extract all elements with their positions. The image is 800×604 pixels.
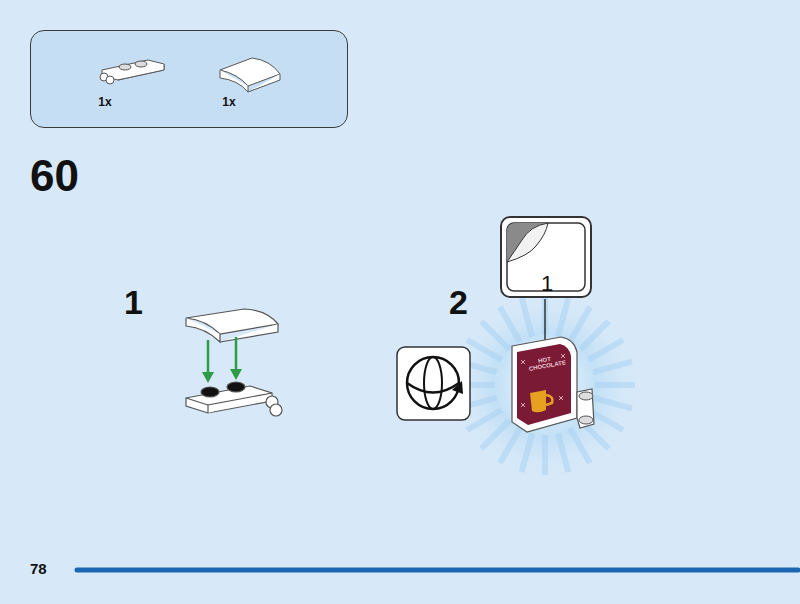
- burst-ray: [542, 435, 548, 475]
- parts-panel: 1x 1x: [30, 30, 348, 128]
- burst-ray: [522, 298, 532, 337]
- burst-ray: [593, 398, 632, 408]
- burst-ray: [500, 307, 520, 342]
- burst-ray: [558, 298, 568, 337]
- burst-ray: [570, 307, 590, 342]
- step-number: 60: [30, 154, 79, 198]
- assembly-arrows: [202, 337, 242, 383]
- sticker-tile: [512, 337, 594, 432]
- burst-ray: [467, 340, 502, 360]
- sticker-callout-ground: [500, 216, 592, 298]
- sub-step-number: 1: [124, 285, 143, 319]
- burst-ray: [522, 433, 532, 472]
- burst-ray: [558, 433, 568, 472]
- rotate-icon: [397, 347, 470, 420]
- burst-ray: [570, 428, 590, 463]
- part-count: 1x: [222, 96, 235, 108]
- burst-ray: [593, 362, 632, 372]
- parts-panel-ground: [31, 31, 347, 127]
- part-plate-clips: [100, 60, 164, 84]
- burst-ray: [481, 321, 509, 349]
- sub-step-number: 2: [449, 285, 468, 319]
- sticker-callout: 1: [500, 216, 592, 298]
- sticker-print: HOT CHOCOLATE: [527, 354, 563, 372]
- highlight-burst: [450, 290, 640, 480]
- curved-slope-tile: [186, 309, 278, 342]
- burst-ray: [500, 428, 520, 463]
- burst-ray: [580, 321, 608, 349]
- burst-ray: [467, 410, 502, 430]
- footer-bar: [77, 568, 798, 573]
- sticker-number: 1: [541, 273, 553, 295]
- plate-with-clips: [186, 382, 282, 416]
- part-curved-slope: [220, 58, 280, 92]
- burst-ray: [588, 340, 623, 360]
- burst-ray: [481, 420, 509, 448]
- burst-ray: [595, 382, 635, 388]
- part-count: 1x: [98, 96, 111, 108]
- page-number: 78: [30, 561, 47, 576]
